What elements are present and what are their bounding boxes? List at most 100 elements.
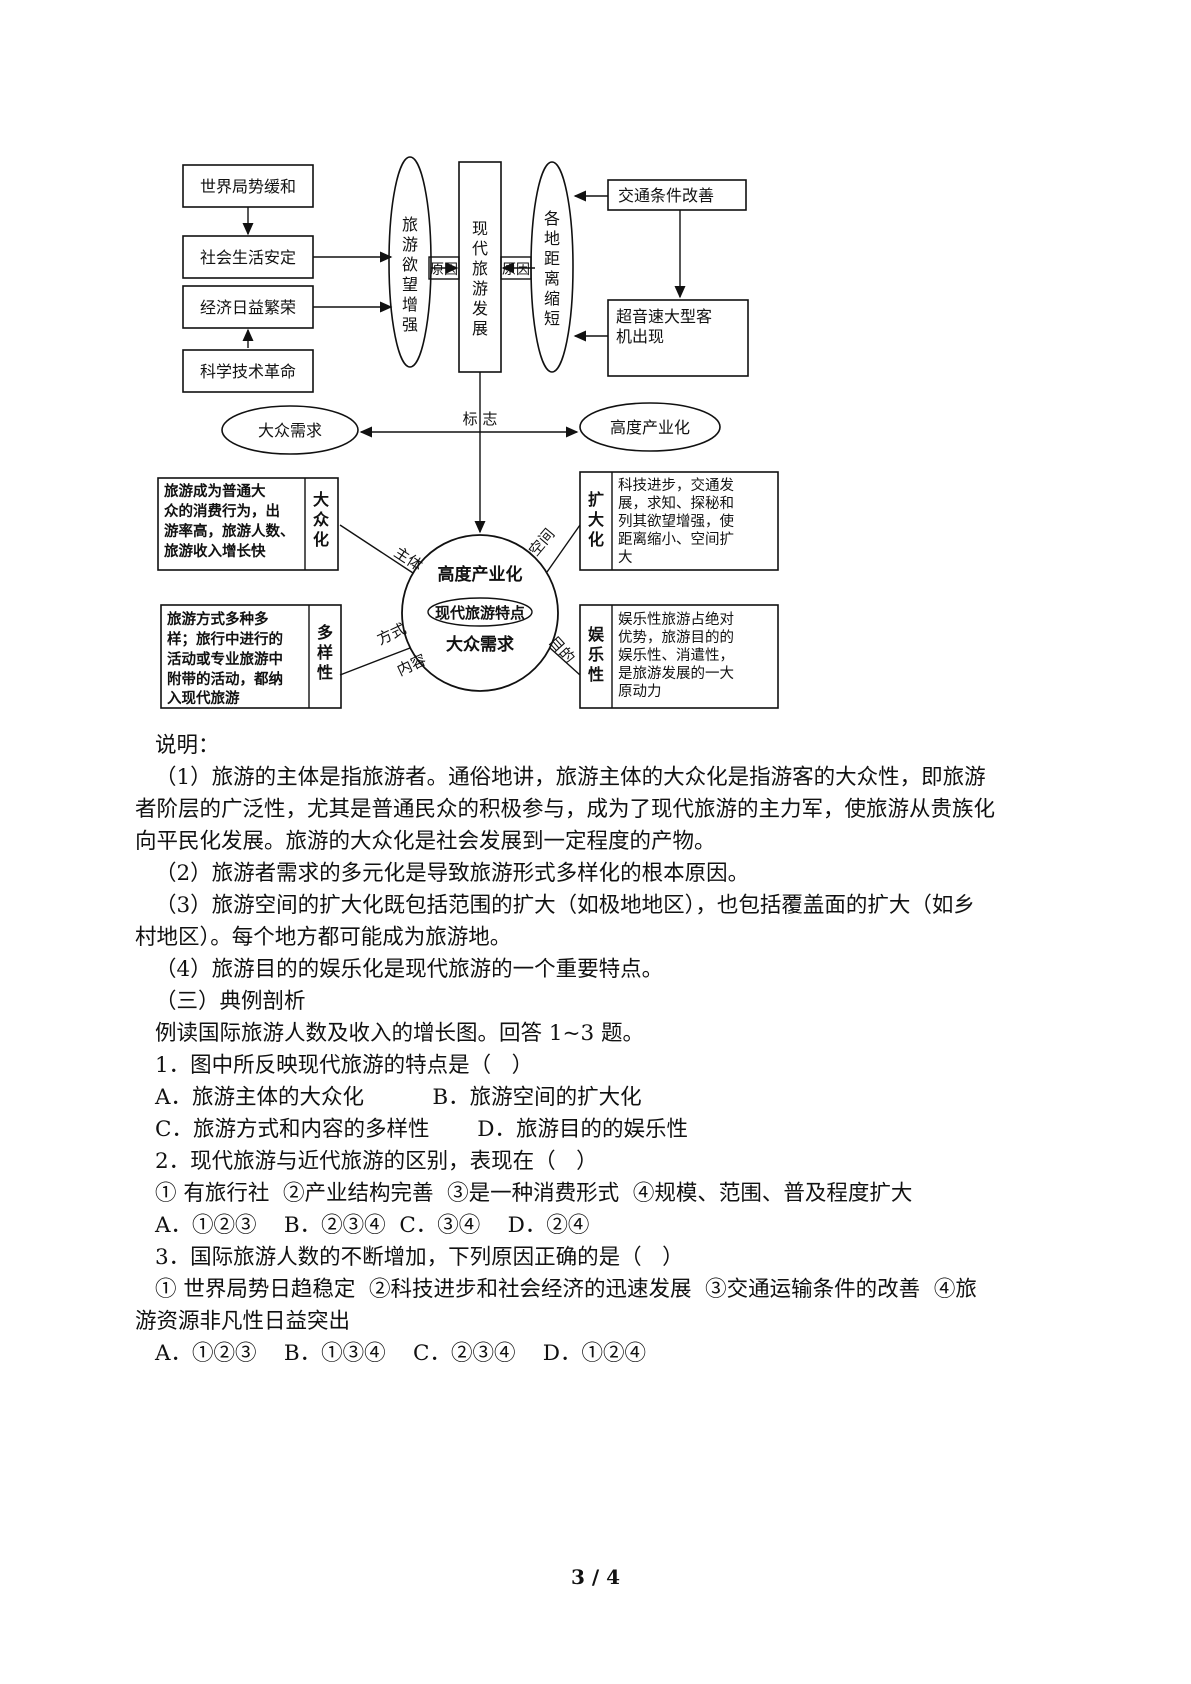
- tag-expansion: 扩大化: [588, 490, 604, 549]
- svg-text:离: 离: [544, 269, 560, 288]
- question-2-items: ① 有旅行社 ②产业结构完善 ③是一种消费形式 ④规模、范围、普及程度扩大: [155, 1181, 913, 1206]
- box-society: 社会生活安定: [200, 248, 296, 267]
- svg-text:地: 地: [544, 229, 560, 248]
- explain-p4: （4）旅游目的的娱乐化是现代旅游的一个重要特点。: [155, 957, 664, 982]
- svg-text:短: 短: [544, 309, 560, 328]
- svg-text:列其欲望增强，使: 列其欲望增强，使: [618, 513, 734, 530]
- circle-mid: 现代旅游特点: [435, 604, 525, 622]
- tourism-diagram: 世界局势缓和 社会生活安定 经济日益繁荣 科学技术革命 旅游欲 望增强 现代旅 …: [157, 156, 779, 709]
- explain-p2: （2）旅游者需求的多元化是导致旅游形式多样化的根本原因。: [155, 861, 750, 886]
- explain-p3-l1: （3）旅游空间的扩大化既包括范围的扩大（如极地地区），也包括覆盖面的扩大（如乡: [155, 893, 975, 918]
- ellipse-industrialization: [579, 402, 721, 452]
- box-world: 世界局势缓和: [200, 177, 296, 196]
- svg-text:代: 代: [472, 239, 488, 258]
- oval-desire-text: 旅游欲 望增强: [402, 215, 418, 334]
- svg-text:距: 距: [544, 249, 560, 268]
- svg-text:扩: 扩: [588, 490, 604, 509]
- box-expansion: [579, 471, 779, 571]
- center-column-text: 现代旅 游发展: [472, 219, 488, 338]
- box-science: 科学技术革命: [200, 362, 296, 381]
- explain-heading: 说明：: [155, 733, 220, 758]
- question-3-items-l1: ① 世界局势日趋稳定 ②科技进步和社会经济的迅速发展 ③交通运输条件的改善 ④旅: [155, 1277, 977, 1302]
- question-3-items-l2: 游资源非凡性日益突出: [135, 1309, 351, 1334]
- oval-distance-text: 各地距 离缩短: [544, 209, 560, 328]
- svg-text:乐: 乐: [588, 645, 604, 664]
- svg-text:现: 现: [472, 219, 488, 238]
- svg-text:娱乐性旅游占绝对: 娱乐性旅游占绝对: [618, 611, 734, 628]
- svg-text:旅游方式多种多: 旅游方式多种多: [167, 610, 269, 628]
- oval-distance: [530, 161, 574, 373]
- tag-mass: 大众化: [313, 490, 330, 549]
- svg-text:性: 性: [588, 665, 604, 684]
- reason-right: 原因: [502, 262, 530, 278]
- svg-text:化: 化: [313, 530, 329, 549]
- svg-text:性: 性: [317, 663, 333, 682]
- ellipse-mass-demand: [221, 405, 359, 455]
- explain-p1-l3: 向平民化发展。旅游的大众化是社会发展到一定程度的产物。: [135, 829, 716, 854]
- svg-text:众的消费行为，出: 众的消费行为，出: [164, 502, 280, 520]
- center-circle: [401, 534, 559, 692]
- svg-text:是旅游发展的一大: 是旅游发展的一大: [618, 665, 734, 682]
- ellipse-mass-demand-label: 大众需求: [258, 421, 322, 440]
- sign-label: 标 志: [463, 410, 498, 428]
- svg-text:多: 多: [317, 623, 333, 642]
- reason-left: 原因: [430, 262, 458, 278]
- box-aircraft: [607, 299, 749, 377]
- box-diversity: [160, 604, 342, 709]
- question-1-options-ab: A．旅游主体的大众化 B．旅游空间的扩大化: [155, 1085, 642, 1110]
- svg-text:附带的活动，都纳: 附带的活动，都纳: [167, 670, 283, 688]
- svg-text:旅游收入增长快: 旅游收入增长快: [164, 542, 266, 560]
- svg-text:化: 化: [588, 530, 604, 549]
- tag-diversity: 多样性: [317, 623, 333, 682]
- box-diversity-text: 旅游方式多种多 样；旅行中进行的 活动或专业旅游中 附带的活动，都纳 入现代旅游: [167, 610, 283, 707]
- box-aircraft-l1: 超音速大型客: [616, 307, 712, 326]
- question-2: 2．现代旅游与近代旅游的区别，表现在（ ）: [155, 1149, 598, 1174]
- box-mass-text: 旅游成为普通大 众的消费行为，出 游率高，旅游人数、 旅游收入增长快: [164, 482, 295, 560]
- svg-text:活动或专业旅游中: 活动或专业旅游中: [167, 650, 283, 668]
- question-3: 3．国际旅游人数的不断增加，下列原因正确的是（ ）: [155, 1245, 684, 1270]
- svg-text:大: 大: [588, 510, 604, 529]
- svg-text:优势，旅游目的的: 优势，旅游目的的: [618, 629, 734, 646]
- question-2-options: A．①②③ B．②③④ C．③④ D．②④: [155, 1213, 590, 1238]
- svg-text:旅: 旅: [472, 259, 488, 278]
- circle-bottom: 大众需求: [446, 634, 514, 655]
- box-mass: [157, 477, 339, 571]
- svg-text:旅游成为普通大: 旅游成为普通大: [164, 482, 266, 500]
- svg-text:大: 大: [618, 549, 633, 566]
- svg-text:众: 众: [313, 510, 330, 529]
- svg-text:望: 望: [402, 275, 418, 294]
- question-3-options: A．①②③ B．①③④ C．②③④ D．①②④: [155, 1341, 647, 1366]
- circle-top: 高度产业化: [438, 564, 523, 585]
- edge-purpose: 目的: [545, 633, 578, 667]
- svg-text:发: 发: [472, 299, 488, 318]
- left-boxes: [182, 164, 314, 393]
- svg-text:缩: 缩: [544, 289, 560, 308]
- svg-text:距离缩小、空间扩: 距离缩小、空间扩: [618, 531, 734, 548]
- box-entertainment-text: 娱乐性旅游占绝对 优势，旅游目的的 娱乐性、消遣性， 是旅游发展的一大 原动力: [618, 611, 734, 700]
- oval-desire: [388, 156, 432, 368]
- svg-text:大: 大: [313, 490, 329, 509]
- box-aircraft-l2: 机出现: [616, 327, 664, 346]
- svg-text:增: 增: [402, 295, 418, 314]
- svg-text:娱乐性、消遣性，: 娱乐性、消遣性，: [618, 647, 734, 664]
- question-1-options-cd: C．旅游方式和内容的多样性 D．旅游目的的娱乐性: [155, 1117, 689, 1142]
- box-expansion-text: 科技进步，交通发 展，求知、探秘和 列其欲望增强，使 距离缩小、空间扩 大: [618, 476, 734, 566]
- edge-content: 内容: [394, 651, 429, 680]
- svg-text:科技进步，交通发: 科技进步，交通发: [618, 476, 734, 494]
- page-number: 3 / 4: [570, 1565, 621, 1589]
- svg-text:游率高，旅游人数、: 游率高，旅游人数、: [164, 522, 295, 540]
- svg-text:展，求知、探秘和: 展，求知、探秘和: [618, 495, 734, 512]
- svg-text:游: 游: [402, 235, 418, 254]
- box-transport: [607, 179, 747, 211]
- section-heading: （三）典例剖析: [155, 989, 306, 1014]
- svg-text:入现代旅游: 入现代旅游: [167, 689, 240, 707]
- svg-text:样；旅行中进行的: 样；旅行中进行的: [167, 630, 283, 648]
- svg-text:欲: 欲: [402, 255, 418, 274]
- explain-p3-l2: 村地区）。每个地方都可能成为旅游地。: [135, 925, 512, 950]
- svg-text:原动力: 原动力: [618, 683, 662, 700]
- explain-p1-l2: 者阶层的广泛性，尤其是普通民众的积极参与，成为了现代旅游的主力军，使旅游从贵族化: [135, 797, 996, 822]
- example-intro: 例读国际旅游人数及收入的增长图。回答 1~3 题。: [155, 1021, 645, 1046]
- svg-text:强: 强: [402, 315, 418, 334]
- svg-text:游: 游: [472, 279, 488, 298]
- ellipse-industrialization-label: 高度产业化: [610, 418, 690, 437]
